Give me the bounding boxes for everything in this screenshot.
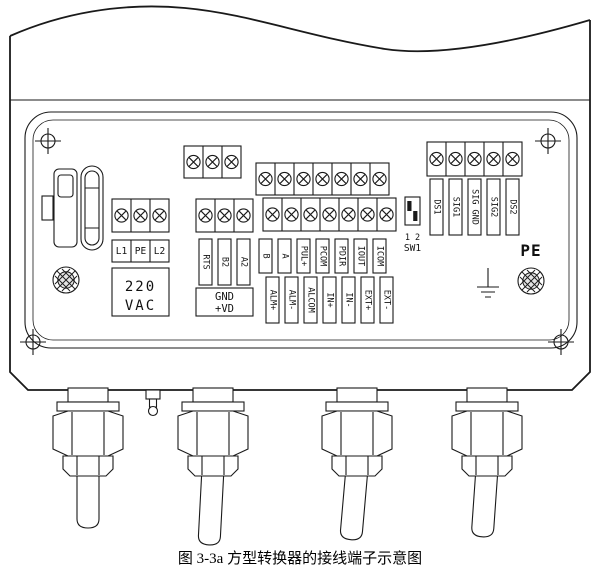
enclosure-top-wave [9, 5, 591, 52]
cable-gland-3 [321, 387, 393, 477]
io-label-b: B [261, 253, 271, 258]
alignment-crosshair-top-left [34, 127, 62, 155]
io-label-extm: EXT- [382, 290, 392, 310]
cables [76, 466, 499, 546]
dip-switch-label: SW1 [404, 243, 421, 254]
io-upper-labels: B A PUL+ PCOM PDIR IOUT ICOM [258, 238, 387, 274]
terminal-screw [224, 154, 239, 170]
terminal-screw [152, 208, 167, 223]
io-label-inm: IN- [344, 292, 354, 307]
terminal-screw [133, 208, 148, 223]
signal-label-siggnd: SIG GND [470, 189, 480, 225]
terminal-screw [114, 208, 129, 223]
small-bolt [145, 389, 161, 417]
panel-screw-right [517, 267, 545, 295]
io-lower-labels: ALM+ ALM- ALCOM IN+ IN- EXT+ EXT- [265, 276, 394, 324]
terminal-screw [429, 151, 444, 167]
signal-terminal-block: DS1 SIG1 SIG GND SIG2 DS2 [426, 141, 523, 236]
signal-label-sig1: SIG1 [451, 197, 461, 217]
cable-4 [471, 466, 499, 538]
comm-label-rts: RTS [201, 254, 211, 269]
io-label-a: A [280, 253, 290, 258]
terminal-screw [486, 151, 501, 167]
power-label-l1: L1 [116, 246, 128, 257]
terminal-screw [334, 171, 349, 187]
terminal-screw [448, 151, 463, 167]
cable-2 [197, 466, 225, 546]
terminal-screw [322, 207, 337, 222]
power-terminal-block: L1 PE L2 220 VAC [111, 198, 170, 317]
voltage-box [111, 267, 170, 317]
terminal-screw [284, 207, 299, 222]
figure-caption: 图 3-3a 方型转换器的接线端子示意图 [178, 549, 422, 567]
io-label-iout: IOUT [356, 246, 366, 266]
power-label-l2: L2 [154, 246, 165, 257]
io-label-pcom: PCOM [318, 246, 328, 266]
alignment-crosshair-top-right [534, 127, 562, 155]
comm-terminal-block: RTS B2 A2 GND +VD [195, 198, 254, 317]
terminal-screw [353, 171, 368, 187]
terminal-screw [505, 151, 520, 167]
terminal-screw [341, 207, 356, 222]
cable-gland-1 [52, 387, 124, 477]
comm-label-a2: A2 [239, 257, 249, 267]
io-label-pdir: PDIR [337, 246, 347, 267]
io-label-icom: ICOM [375, 246, 385, 266]
terminal-screw [277, 171, 292, 187]
io-label-extp: EXT+ [363, 290, 373, 310]
fuse-holder [41, 165, 104, 251]
terminal-screw [467, 151, 482, 167]
signal-label-sig2: SIG2 [489, 197, 499, 217]
terminal-screw [372, 171, 387, 187]
terminal-screw [217, 208, 232, 223]
panel-screw-left [52, 266, 80, 294]
terminal-screw [186, 154, 201, 170]
alignment-crosshair-bottom-left [19, 328, 47, 356]
terminal-screw [360, 207, 375, 222]
aux-label-vd: +VD [215, 303, 234, 315]
pe-label: PE [520, 241, 541, 260]
io-label-inp: IN+ [325, 292, 335, 307]
power-label-pe: PE [135, 246, 147, 257]
alignment-crosshair-bottom-right [547, 328, 575, 356]
signal-label-ds2: DS2 [508, 199, 518, 214]
cable-1 [76, 467, 100, 529]
io-label-almm: ALM- [287, 290, 297, 310]
terminal-screw [198, 208, 213, 223]
signal-label-ds1: DS1 [432, 199, 442, 214]
aux-terminal-block [183, 145, 242, 179]
io-label-almp: ALM+ [268, 290, 278, 310]
voltage-line-1: 220 [125, 279, 156, 295]
io-terminal-block [255, 162, 397, 232]
terminal-screw [236, 208, 251, 223]
voltage-line-2: VAC [125, 298, 156, 314]
terminal-screw [315, 171, 330, 187]
earth-ground-icon [477, 268, 499, 298]
terminal-screw [265, 207, 280, 222]
cable-gland-4 [451, 387, 523, 477]
enclosure-outline [9, 5, 591, 391]
io-label-pul: PUL+ [299, 246, 309, 266]
terminal-screw [258, 171, 273, 187]
dip-switch-positions: 1 2 [405, 233, 420, 243]
terminal-panel [24, 111, 578, 349]
aux-label-gnd: GND [215, 291, 234, 303]
terminal-screw [303, 207, 318, 222]
terminal-screw [205, 154, 220, 170]
aux-box [195, 287, 254, 317]
io-label-alcom: ALCOM [306, 287, 316, 313]
cable-3 [339, 466, 369, 541]
dip-switch: 1 2 SW1 [404, 196, 421, 254]
cable-gland-2 [177, 387, 249, 477]
enclosure-body [9, 20, 591, 391]
terminal-screw [296, 171, 311, 187]
comm-label-b2: B2 [220, 257, 230, 267]
terminal-screw [379, 207, 394, 222]
